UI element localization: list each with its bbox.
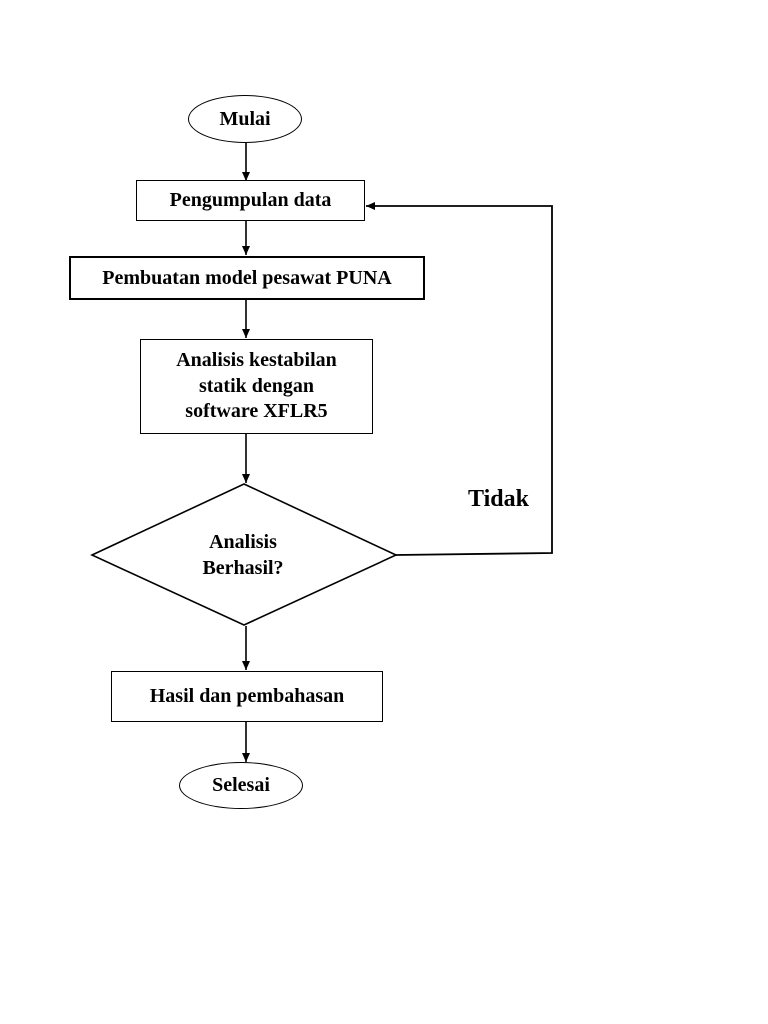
process-pengumpulan-data: Pengumpulan data xyxy=(136,180,365,221)
analisis-line-2: statik dengan xyxy=(198,374,315,397)
analisis-line-1: Analisis kestabilan xyxy=(176,349,337,372)
process-pembuatan-model-label: Pembuatan model pesawat PUNA xyxy=(102,266,392,289)
process-hasil-pembahasan-label: Hasil dan pembahasan xyxy=(149,685,345,707)
end-label: Selesai xyxy=(212,774,270,796)
decision-line-1: Analisis xyxy=(209,531,277,554)
analisis-line-3: software XFLR5 xyxy=(185,400,328,423)
start-terminal: Mulai xyxy=(188,95,302,143)
start-label: Mulai xyxy=(219,107,271,130)
process-pengumpulan-data-label: Pengumpulan data xyxy=(169,189,332,211)
process-analisis-kestabilan: Analisis kestabilan statik dengan softwa… xyxy=(140,339,373,434)
decision-text: Analisis Berhasil? xyxy=(150,527,336,585)
process-hasil-pembahasan: Hasil dan pembahasan xyxy=(111,671,383,722)
end-terminal: Selesai xyxy=(179,762,303,809)
decision-line-2: Berhasil? xyxy=(202,557,284,579)
decision-diamond xyxy=(90,483,398,626)
feedback-loop-arrow xyxy=(366,202,553,556)
no-branch-label: Tidak xyxy=(468,486,529,512)
process-pembuatan-model: Pembuatan model pesawat PUNA xyxy=(69,256,425,300)
